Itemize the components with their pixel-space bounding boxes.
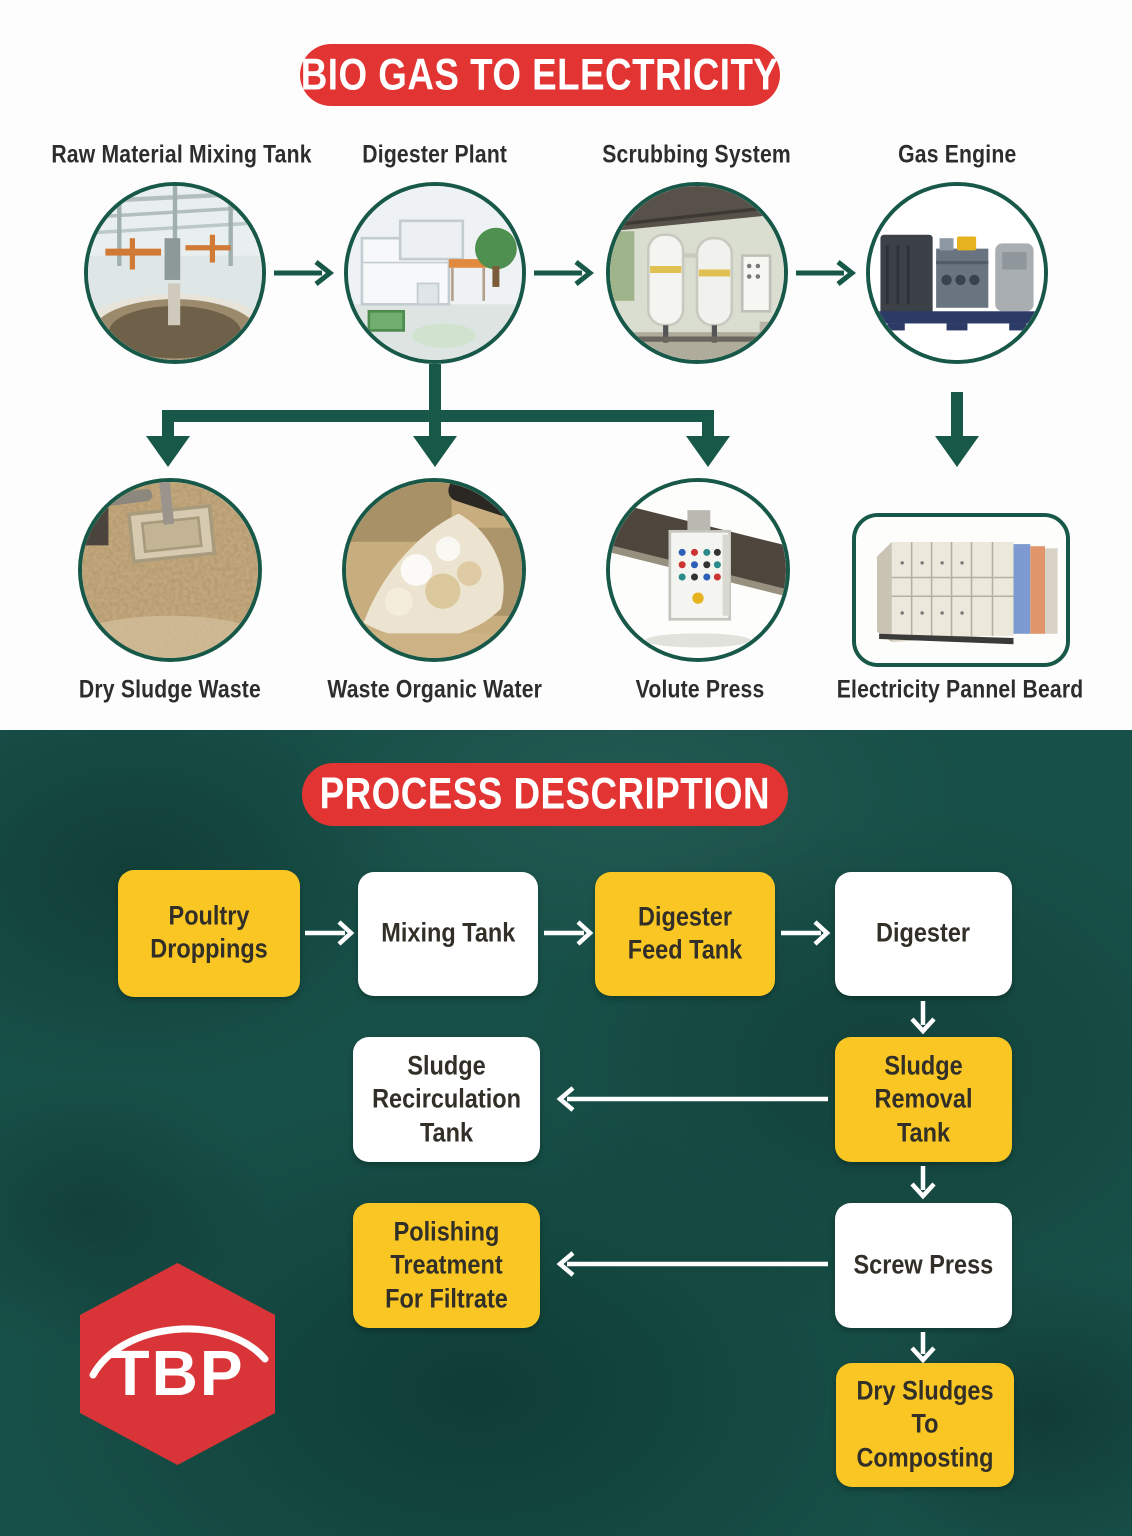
electricity-panel-board-photo [856, 517, 1066, 663]
stage-label-waste-organic-water: Waste Organic Water [327, 674, 543, 703]
flow-arrow-mixing-to-feed [544, 920, 594, 946]
flow-arrow-removal-to-recirculation [556, 1086, 828, 1112]
dry-sludge-waste-photo [82, 482, 258, 658]
tbp-logo: TBP [80, 1263, 275, 1465]
stage-circle-waste-organic-water [342, 478, 526, 662]
scrubbing-system-photo [610, 186, 784, 360]
stage-circle-gas-engine [866, 182, 1048, 364]
gas-engine-photo [870, 186, 1044, 360]
stage-label-dry-sludge-waste: Dry Sludge Waste [78, 674, 262, 703]
process-section-title-banner: PROCESS DESCRIPTION [302, 763, 788, 826]
stage-label-scrubbing-system: Scrubbing System [602, 139, 792, 168]
flow-node-screw-press: Screw Press [835, 1203, 1012, 1328]
stage-circle-digester-plant [344, 182, 526, 364]
flow-node-polishing-treatment: Polishing Treatment For Filtrate [353, 1203, 540, 1328]
flow-node-digester: Digester [835, 872, 1012, 996]
volute-press-photo [610, 482, 786, 658]
flow-arrow-feed-to-digester [781, 920, 831, 946]
stage-label-digester-plant: Digester Plant [362, 139, 508, 168]
flow-arrow-removal-to-screw [910, 1166, 936, 1200]
stage-circle-dry-sludge-waste [78, 478, 262, 662]
flow-arrow-screw-to-composting [910, 1332, 936, 1364]
stage-circle-scrubbing-system [606, 182, 788, 364]
stage-label-raw-material-mixing-tank: Raw Material Mixing Tank [51, 139, 312, 168]
biogas-section-title-banner: BIO GAS TO ELECTRICITY [300, 44, 780, 106]
flow-node-sludge-recirculation-tank: Sludge Recirculation Tank [353, 1037, 540, 1162]
raw-material-mixing-tank-photo [88, 186, 262, 360]
tbp-logo-swoosh [89, 1325, 269, 1379]
biogas-section-title: BIO GAS TO ELECTRICITY [301, 49, 779, 100]
waste-organic-water-photo [346, 482, 522, 658]
stage-label-volute-press: Volute Press [635, 674, 765, 703]
tbp-logo-text: TBP [111, 1337, 245, 1409]
flow-arrow-engine-to-panel [935, 392, 979, 467]
flow-arrow-poultry-to-mixing [305, 920, 355, 946]
flow-arrow-scrubbing-to-engine [796, 260, 856, 286]
digester-plant-photo [348, 186, 522, 360]
flow-arrow-screw-to-polishing [556, 1251, 828, 1277]
flow-arrow-mixing-to-digester [274, 260, 334, 286]
stage-label-electricity-panel: Electricity Pannel Beard [836, 674, 1084, 703]
branch-arrows-digester-outputs [146, 364, 730, 467]
stage-circle-volute-press [606, 478, 790, 662]
stage-label-gas-engine: Gas Engine [897, 139, 1017, 168]
flow-node-digester-feed-tank: Digester Feed Tank [595, 872, 775, 996]
process-section-title: PROCESS DESCRIPTION [319, 769, 771, 819]
flow-node-mixing-tank: Mixing Tank [358, 872, 538, 996]
flow-node-dry-sludges-composting: Dry Sludges To Composting [836, 1363, 1014, 1487]
flow-node-sludge-removal-tank: Sludge Removal Tank [835, 1037, 1012, 1162]
flow-arrow-digester-to-removal [910, 1001, 936, 1035]
flow-arrow-digester-to-scrubbing [534, 260, 594, 286]
stage-frame-electricity-panel [852, 513, 1070, 667]
flow-node-poultry-droppings: Poultry Droppings [118, 870, 300, 997]
stage-circle-raw-material-mixing-tank [84, 182, 266, 364]
